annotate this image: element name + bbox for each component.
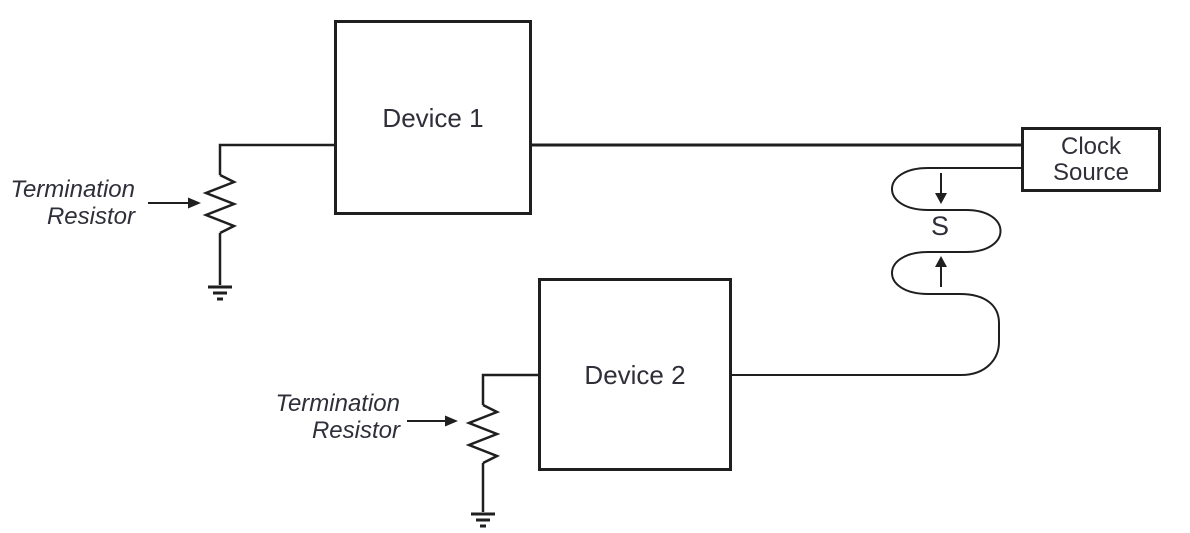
ground1-icon bbox=[208, 285, 232, 301]
spacing-arrow-down-icon bbox=[935, 173, 947, 204]
device2-label: Device 2 bbox=[584, 359, 686, 390]
termination-resistor2-label-line2: Resistor bbox=[311, 417, 400, 444]
clock-source-label: Clock Source bbox=[1052, 132, 1130, 186]
termination-resistor1-label-line1: Termination bbox=[10, 176, 135, 203]
termination1-callout-arrow-icon bbox=[148, 197, 201, 209]
device2-box: Device 2 bbox=[538, 278, 732, 471]
ground2-icon bbox=[471, 512, 495, 528]
device1-box: Device 1 bbox=[334, 20, 532, 215]
clock-source-box: Clock Source bbox=[1021, 127, 1161, 192]
termination-resistor1-label-line2: Resistor bbox=[46, 203, 135, 230]
wire-device2-to-resistor2 bbox=[481, 373, 538, 405]
spacing-s-label: S bbox=[930, 211, 949, 241]
serpentine-trace-clock-source-to-device2 bbox=[732, 167, 1021, 376]
spacing-arrow-up-icon bbox=[935, 256, 947, 287]
device1-label: Device 1 bbox=[382, 102, 484, 133]
clock-source-label-line1: Clock bbox=[1060, 132, 1121, 160]
termination-resistor1-label: Termination Resistor bbox=[8, 176, 135, 230]
termination-resistor2-label: Termination Resistor bbox=[273, 390, 400, 444]
resistor1-zigzag-icon bbox=[202, 173, 238, 235]
clock-source-label-line2: Source bbox=[1052, 158, 1130, 186]
termination2-callout-arrow-icon bbox=[407, 415, 458, 427]
wire-device1-to-resistor1 bbox=[218, 143, 334, 175]
termination-resistor2-label-line1: Termination bbox=[275, 390, 400, 417]
resistor2-zigzag-icon bbox=[465, 403, 501, 465]
